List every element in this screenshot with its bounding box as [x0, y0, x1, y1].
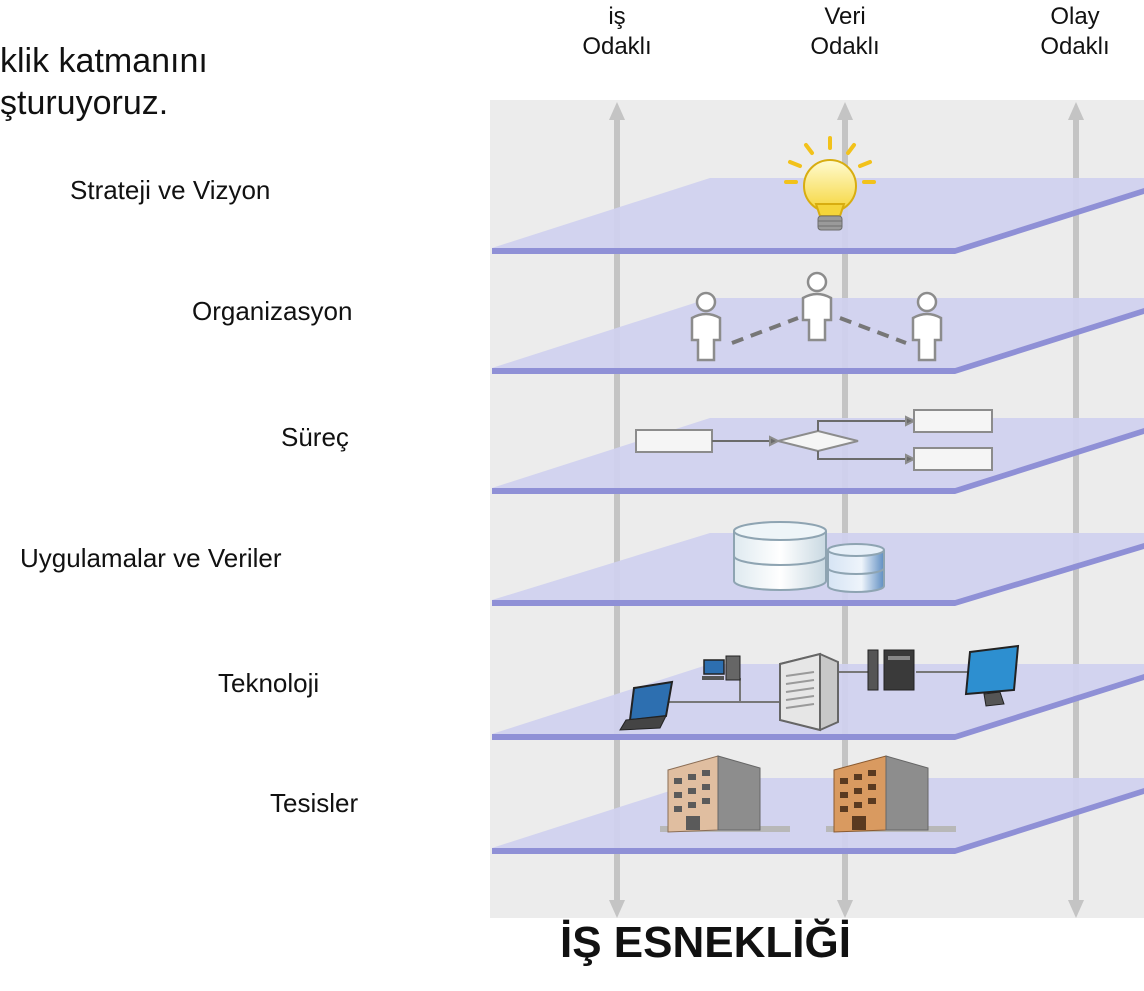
plane-facilities: [492, 778, 1144, 854]
layer-label-applications: Uygulamalar ve Veriler: [20, 543, 282, 573]
person-icon: [911, 291, 943, 362]
column-header-line: Odaklı: [1040, 33, 1110, 60]
column-header-line: Olay: [1050, 3, 1100, 30]
column-header-is-odakli: iş Odaklı: [557, 2, 677, 62]
column-header-line: Veri: [824, 3, 866, 30]
network-icon: [619, 644, 1020, 732]
tower-computer-icon: [867, 649, 915, 691]
lightbulb-icon: [784, 136, 876, 231]
column-header-line: Odaklı: [582, 33, 652, 60]
building-icon: [826, 755, 956, 833]
layer-label-technology: Teknoloji: [218, 668, 320, 698]
people-icon: [690, 271, 943, 362]
laptop-icon: [619, 680, 674, 731]
column-header-line: Odaklı: [810, 33, 880, 60]
column-header-veri-odakli: Veri Odaklı: [785, 2, 905, 62]
database-icon: [733, 521, 885, 593]
layer-label-facilities: Tesisler: [270, 788, 359, 818]
layer-label-strategy: Strateji ve Vizyon: [70, 175, 271, 205]
person-icon: [690, 291, 722, 362]
server-icon: [779, 652, 839, 732]
intro-line-1: klik katmanını: [0, 42, 208, 80]
flowchart-icon: [635, 409, 993, 471]
desktop-computer-icon: [702, 655, 741, 681]
building-icon: [660, 755, 790, 833]
monitor-icon: [964, 644, 1020, 707]
person-icon: [801, 271, 833, 342]
layer-label-process: Süreç: [281, 422, 349, 452]
layer-label-organization: Organizasyon: [192, 296, 353, 326]
footer-title: İŞ ESNEKLİĞİ: [560, 918, 851, 967]
column-header-line: iş: [608, 3, 626, 30]
column-header-olay-odakli: Olay Odaklı: [1015, 2, 1135, 62]
intro-text: klik katmanını şturuyoruz.: [0, 40, 208, 124]
axis-olay-odakli: [1068, 102, 1084, 918]
intro-line-2: şturuyoruz.: [0, 84, 169, 122]
